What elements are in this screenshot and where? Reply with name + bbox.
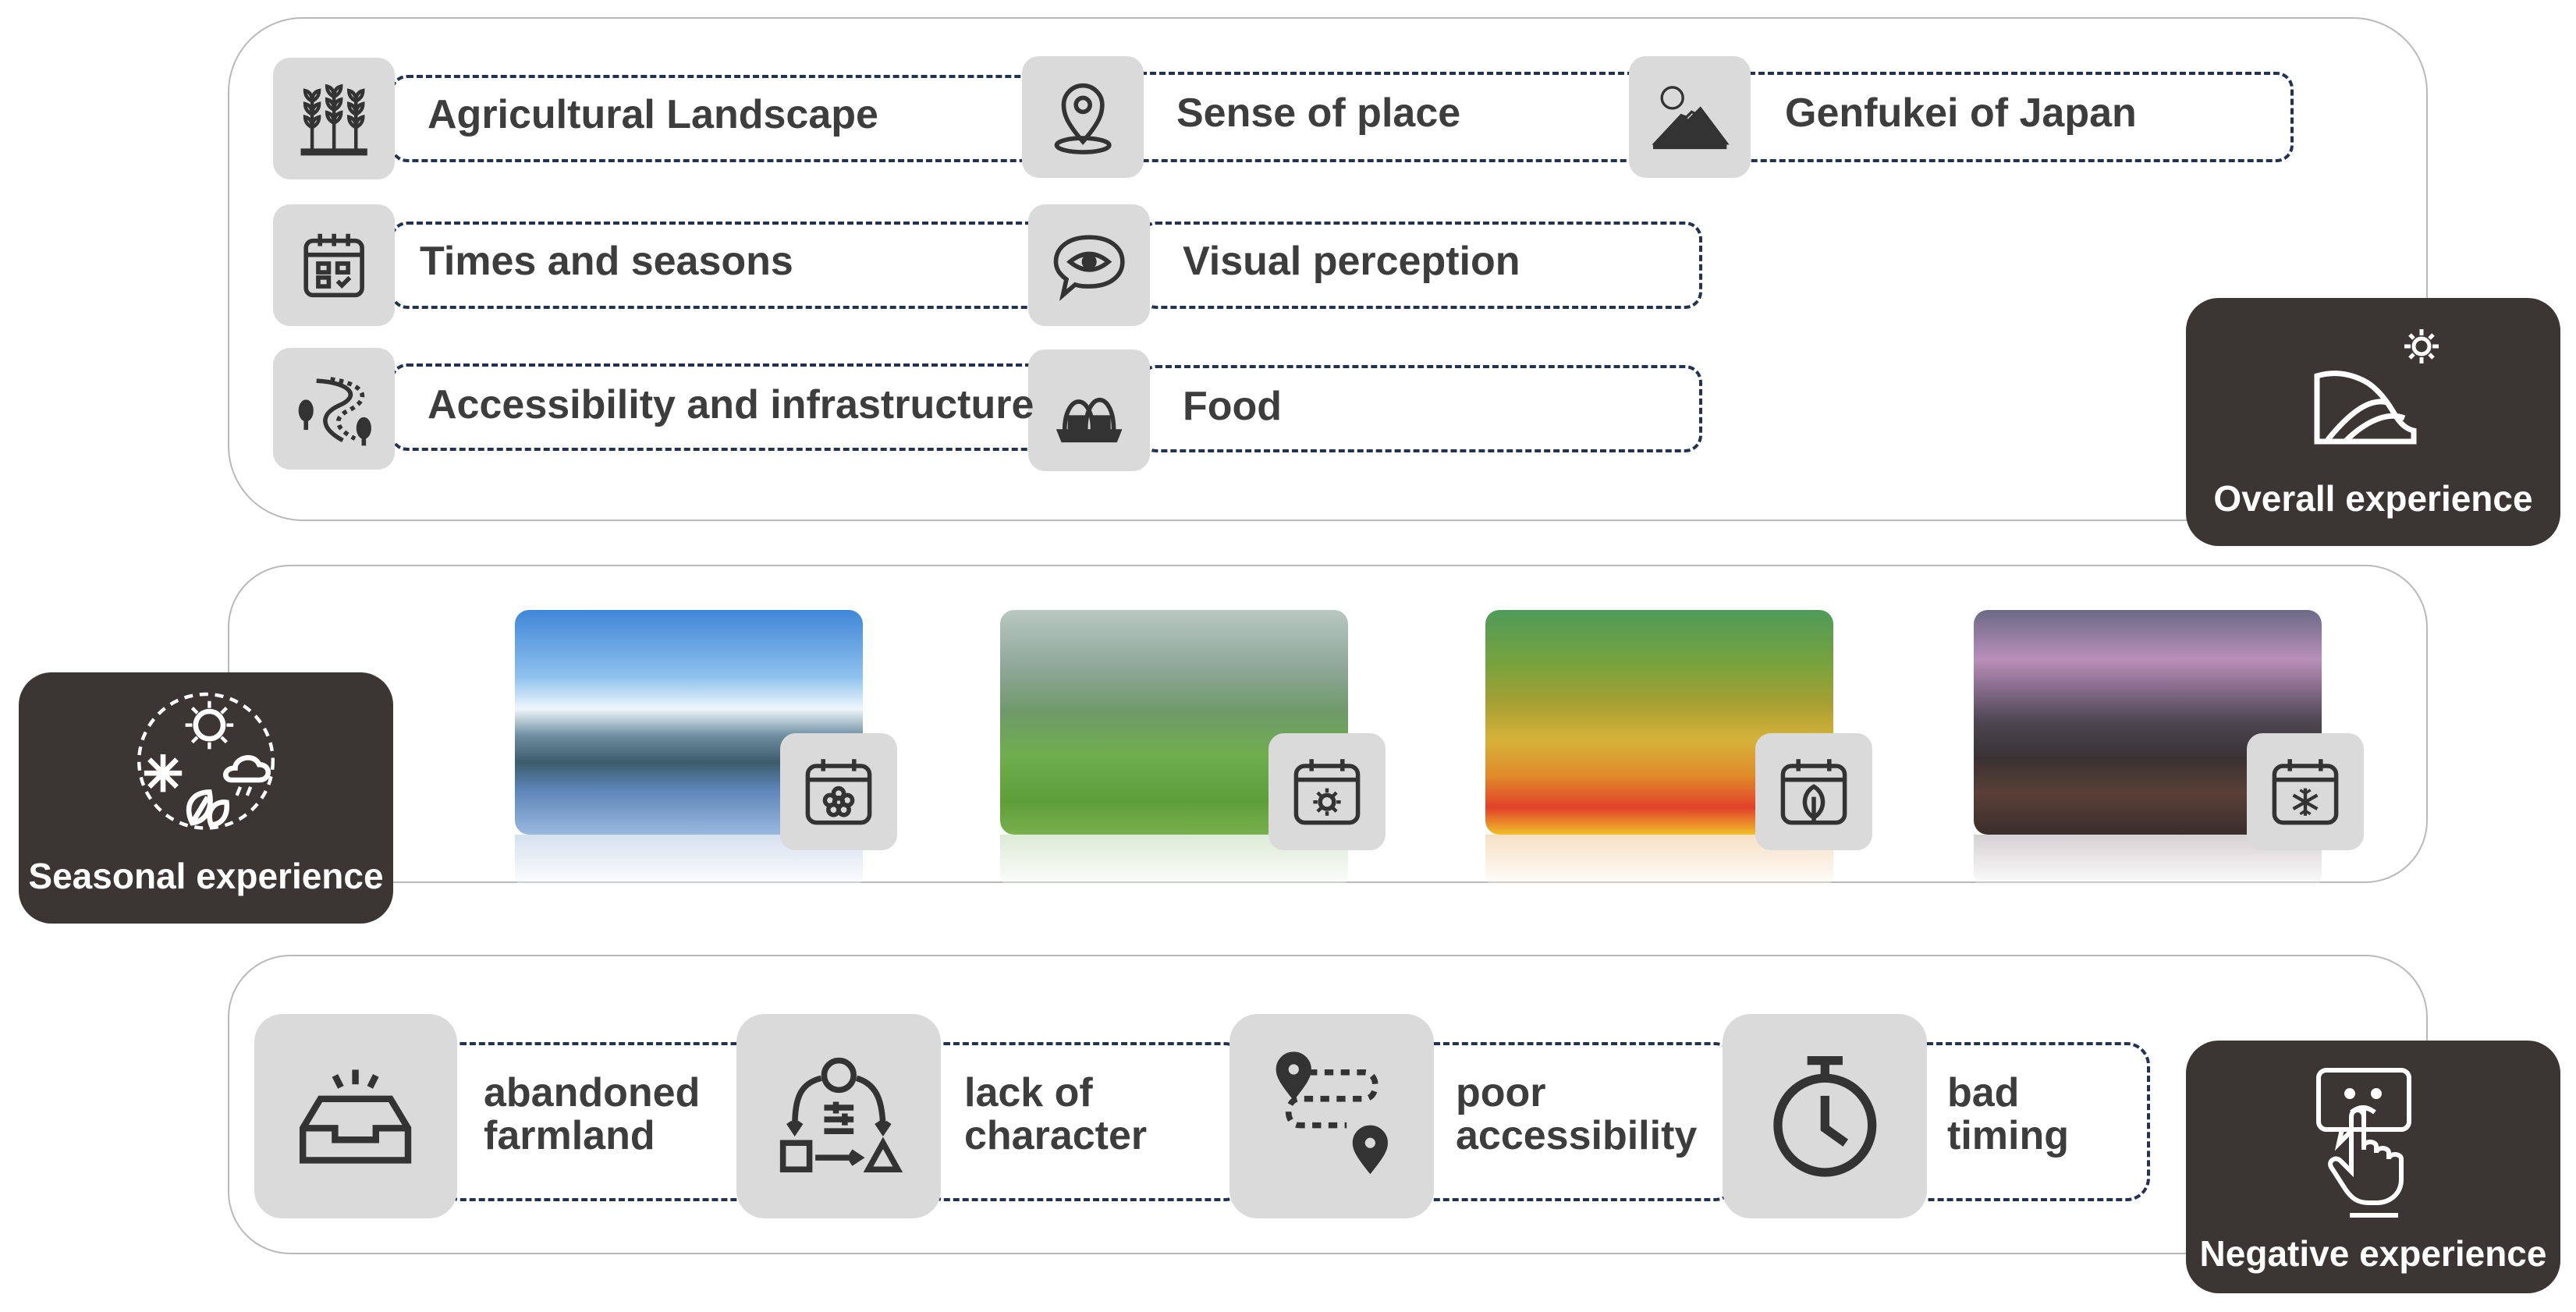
- unhappy-touch-icon: [2316, 1068, 2411, 1218]
- seasonal-experience-title: Seasonal experience: [28, 856, 384, 896]
- wheat-icon: [273, 58, 395, 179]
- label-bad-timing: bad timing: [1947, 1072, 2069, 1157]
- overall-experience-title: Overall experience: [2213, 478, 2533, 519]
- label-lack-line2: character: [964, 1112, 1148, 1158]
- negative-experience-title: Negative experience: [2199, 1233, 2547, 1274]
- calendar-sun-icon: [1268, 733, 1386, 850]
- mount-fuji-icon: [1629, 56, 1751, 178]
- label-poor-line1: poor: [1456, 1070, 1546, 1115]
- negative-experience-badge: Negative experience: [2186, 1041, 2560, 1293]
- label-abandoned-line2: farmland: [484, 1112, 655, 1158]
- onigiri-icon: [1028, 349, 1150, 471]
- overall-experience-badge: Overall experience: [2186, 298, 2560, 546]
- label-abandoned-farmland: abandoned farmland: [484, 1072, 700, 1157]
- label-abandoned-line1: abandoned: [484, 1070, 701, 1115]
- label-accessibility: Accessibility and infrastructure: [428, 382, 1034, 427]
- label-sense-of-place: Sense of place: [1176, 90, 1461, 136]
- map-pin-icon: [1022, 56, 1144, 178]
- calendar-flower-icon: [780, 733, 897, 850]
- shapes-cycle-icon: [736, 1014, 941, 1218]
- calendar-snowflake-icon: [2247, 733, 2364, 850]
- four-seasons-icon: [137, 692, 275, 830]
- eye-bubble-icon: [1028, 204, 1150, 326]
- calendar-leaf-icon: [1755, 733, 1872, 850]
- winding-road-icon: [273, 348, 395, 470]
- season-photo-winter: [1974, 610, 2322, 889]
- label-bad-line2: timing: [1947, 1112, 2069, 1158]
- route-pins-icon: [1229, 1014, 1434, 1218]
- label-bad-line1: bad: [1947, 1070, 2020, 1115]
- empty-tray-icon: [254, 1014, 457, 1218]
- label-visual-perception: Visual perception: [1183, 239, 1520, 284]
- label-genfukei-of-japan: Genfukei of Japan: [1785, 90, 2137, 136]
- seasonal-experience-badge: Seasonal experience: [19, 672, 393, 924]
- label-poor-line2: accessibility: [1456, 1112, 1698, 1158]
- terraced-hill-sun-icon: [2314, 329, 2439, 445]
- overall-experience-panel: [228, 17, 2428, 521]
- label-lack-line1: lack of: [964, 1070, 1093, 1115]
- season-photo-autumn: [1485, 610, 1833, 889]
- calendar-icon: [273, 204, 395, 326]
- label-poor-accessibility: poor accessibility: [1456, 1072, 1697, 1157]
- stopwatch-icon: [1723, 1014, 1927, 1218]
- label-agricultural-landscape: Agricultural Landscape: [428, 92, 878, 137]
- label-food: Food: [1183, 384, 1283, 429]
- label-times-and-seasons: Times and seasons: [420, 239, 793, 284]
- label-lack-of-character: lack of character: [964, 1072, 1147, 1157]
